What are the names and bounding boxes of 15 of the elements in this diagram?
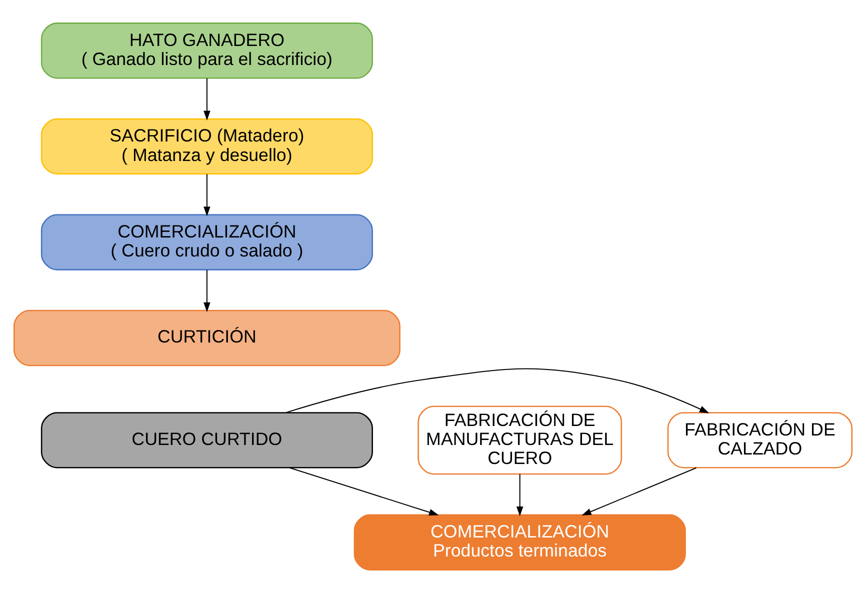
arrow [203,78,210,120]
arrow [285,368,709,414]
arrow [288,467,438,516]
node-box: HATO GANADERO ( Ganado listo para el sacrificio) [40,22,372,79]
node-box: SACRIFICIO (Matadero) ( Matanza y desuello) [40,118,372,175]
arrow [581,467,696,516]
arrow [516,474,523,516]
node-box: FABRICACIÓN DE CALZADO [666,412,852,468]
node-box: CUERO CURTIDO [40,412,372,468]
node-box: COMERCIALIZACIÓN ( Cuero crudo o salado ) [40,214,372,270]
arrow [203,174,210,216]
arrow [203,270,210,312]
node-box: FABRICACIÓN DE MANUFACTURAS DEL CUERO [417,406,622,475]
node-box: COMERCIALIZACIÓN Productos terminados [353,514,686,570]
node-box: CURTICIÓN [12,310,400,366]
